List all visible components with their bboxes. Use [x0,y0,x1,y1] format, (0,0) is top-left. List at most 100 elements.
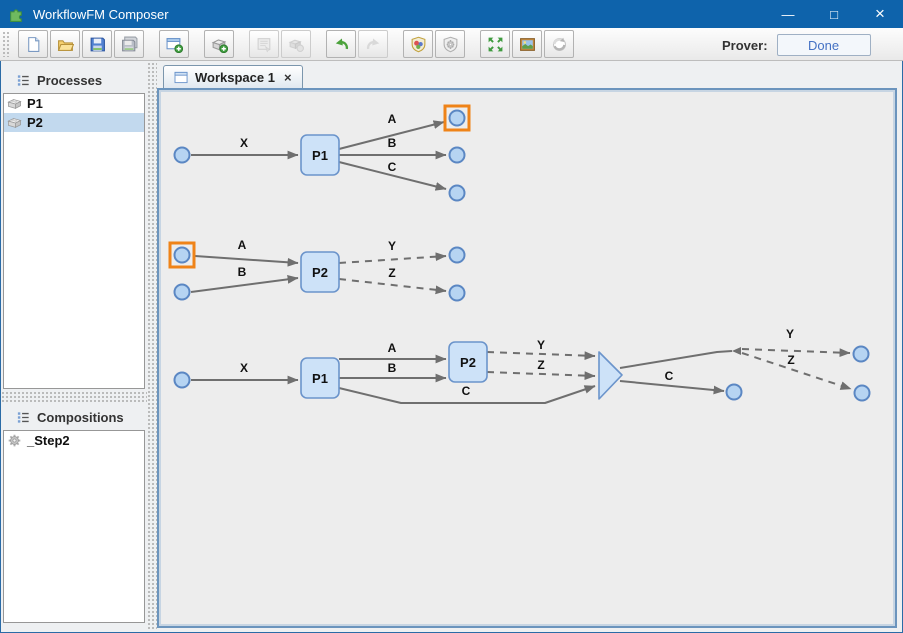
node-d2-outY[interactable] [448,246,466,264]
toolbar-drag-handle[interactable] [2,31,11,57]
edge-label-Z: Z [388,266,395,280]
selection-highlight [443,104,471,132]
selection-highlight [168,241,196,269]
process-item-P2[interactable]: P2 [4,113,144,132]
save-all-button[interactable] [114,30,144,58]
node-d1-outC[interactable] [448,184,466,202]
brick-icon [7,115,22,130]
edge-label-Y: Y [537,338,545,352]
minimize-button[interactable]: — [781,6,795,22]
edge-label-A: A [388,112,397,126]
node-d2-outZ[interactable] [448,284,466,302]
new-file-icon [25,36,42,53]
node-d3-join[interactable] [598,351,623,400]
edge-C-11[interactable] [338,385,596,404]
toolbar-group [326,30,390,58]
titlebar: WorkflowFM Composer — □ × [0,0,903,28]
edit-icon [256,36,273,53]
node-d2-inA[interactable] [173,246,191,264]
tab-close-icon[interactable]: × [283,69,292,85]
edge-label-A: A [238,238,247,252]
toolbar-group [249,30,313,58]
clone-icon [288,36,305,53]
list-icon [16,73,31,88]
edge-C-15[interactable] [619,380,725,395]
clone-button [281,30,311,58]
node-d3-in[interactable] [173,371,191,389]
refresh-proofs-icon [551,36,568,53]
node-label-P1: P1 [312,371,328,386]
edit-button [249,30,279,58]
save-button[interactable] [82,30,112,58]
close-button[interactable]: × [875,4,885,23]
edge-B-5[interactable] [190,274,299,293]
toolbar: Prover: Done [0,28,903,61]
edge-Y-12[interactable] [486,351,596,361]
node-d1-p1[interactable] [300,134,340,176]
process-item-label: P2 [27,115,43,130]
edge-Z-17[interactable] [741,352,852,390]
edge-label-Z: Z [787,353,794,367]
edge-label-Y: Y [786,327,794,341]
toolbar-group [159,30,191,58]
prover-area: Prover: Done [722,34,871,56]
new-process-button[interactable] [204,30,234,58]
process-item-P1[interactable]: P1 [4,94,144,113]
node-d3-p2[interactable] [448,341,488,383]
edge-link-14[interactable] [619,350,733,369]
node-d2-inB[interactable] [173,283,191,301]
open-button[interactable] [50,30,80,58]
edge-A-1[interactable] [338,120,445,150]
new-workspace-icon [166,36,183,53]
gear-icon [7,433,22,448]
composition-item-_Step2[interactable]: _Step2 [4,431,144,450]
workspace-tab-icon [174,71,189,84]
processes-header: Processes [1,70,147,90]
edge-Z-7[interactable] [338,278,447,295]
brick-icon [7,96,22,111]
verify-settings-icon [442,36,459,53]
edge-Z-13[interactable] [486,371,596,381]
layout-expand-button[interactable] [480,30,510,58]
node-d1-outA[interactable] [448,109,466,127]
save-all-icon [121,36,138,53]
node-d3-outZ[interactable] [853,384,871,402]
undo-icon [333,36,350,53]
export-image-icon [519,36,536,53]
node-d1-in[interactable] [173,146,191,164]
undo-button[interactable] [326,30,356,58]
prover-status-button[interactable]: Done [776,34,871,56]
tab-row: Workspace 1 × [157,64,897,88]
node-label-P2: P2 [312,265,328,280]
refresh-proofs-button[interactable] [544,30,574,58]
node-d3-outY[interactable] [852,345,870,363]
sidebar-splitter[interactable] [1,391,147,403]
node-label-P2: P2 [460,355,476,370]
verify-settings-button[interactable] [435,30,465,58]
layout-expand-icon [487,36,504,53]
window-controls: — □ × [765,0,903,28]
toolbar-group [480,30,576,58]
edge-Y-16[interactable] [741,348,851,358]
edge-label-C: C [665,369,674,383]
tab-workspace-1[interactable]: Workspace 1 × [163,65,303,88]
verify-button[interactable] [403,30,433,58]
node-d3-p1[interactable] [300,357,340,399]
node-d3-outC[interactable] [725,383,743,401]
edge-Y-6[interactable] [338,252,447,264]
redo-button [358,30,388,58]
window-title: WorkflowFM Composer [33,6,169,22]
toolbar-group [204,30,236,58]
node-d2-p2[interactable] [300,251,340,293]
edge-C-3[interactable] [338,161,447,191]
node-d1-outB[interactable] [448,146,466,164]
process-item-label: P1 [27,96,43,111]
main-splitter[interactable] [147,62,157,629]
maximize-button[interactable]: □ [830,6,838,22]
new-file-button[interactable] [18,30,48,58]
edge-A-4[interactable] [194,255,299,267]
export-image-button[interactable] [512,30,542,58]
new-workspace-button[interactable] [159,30,189,58]
